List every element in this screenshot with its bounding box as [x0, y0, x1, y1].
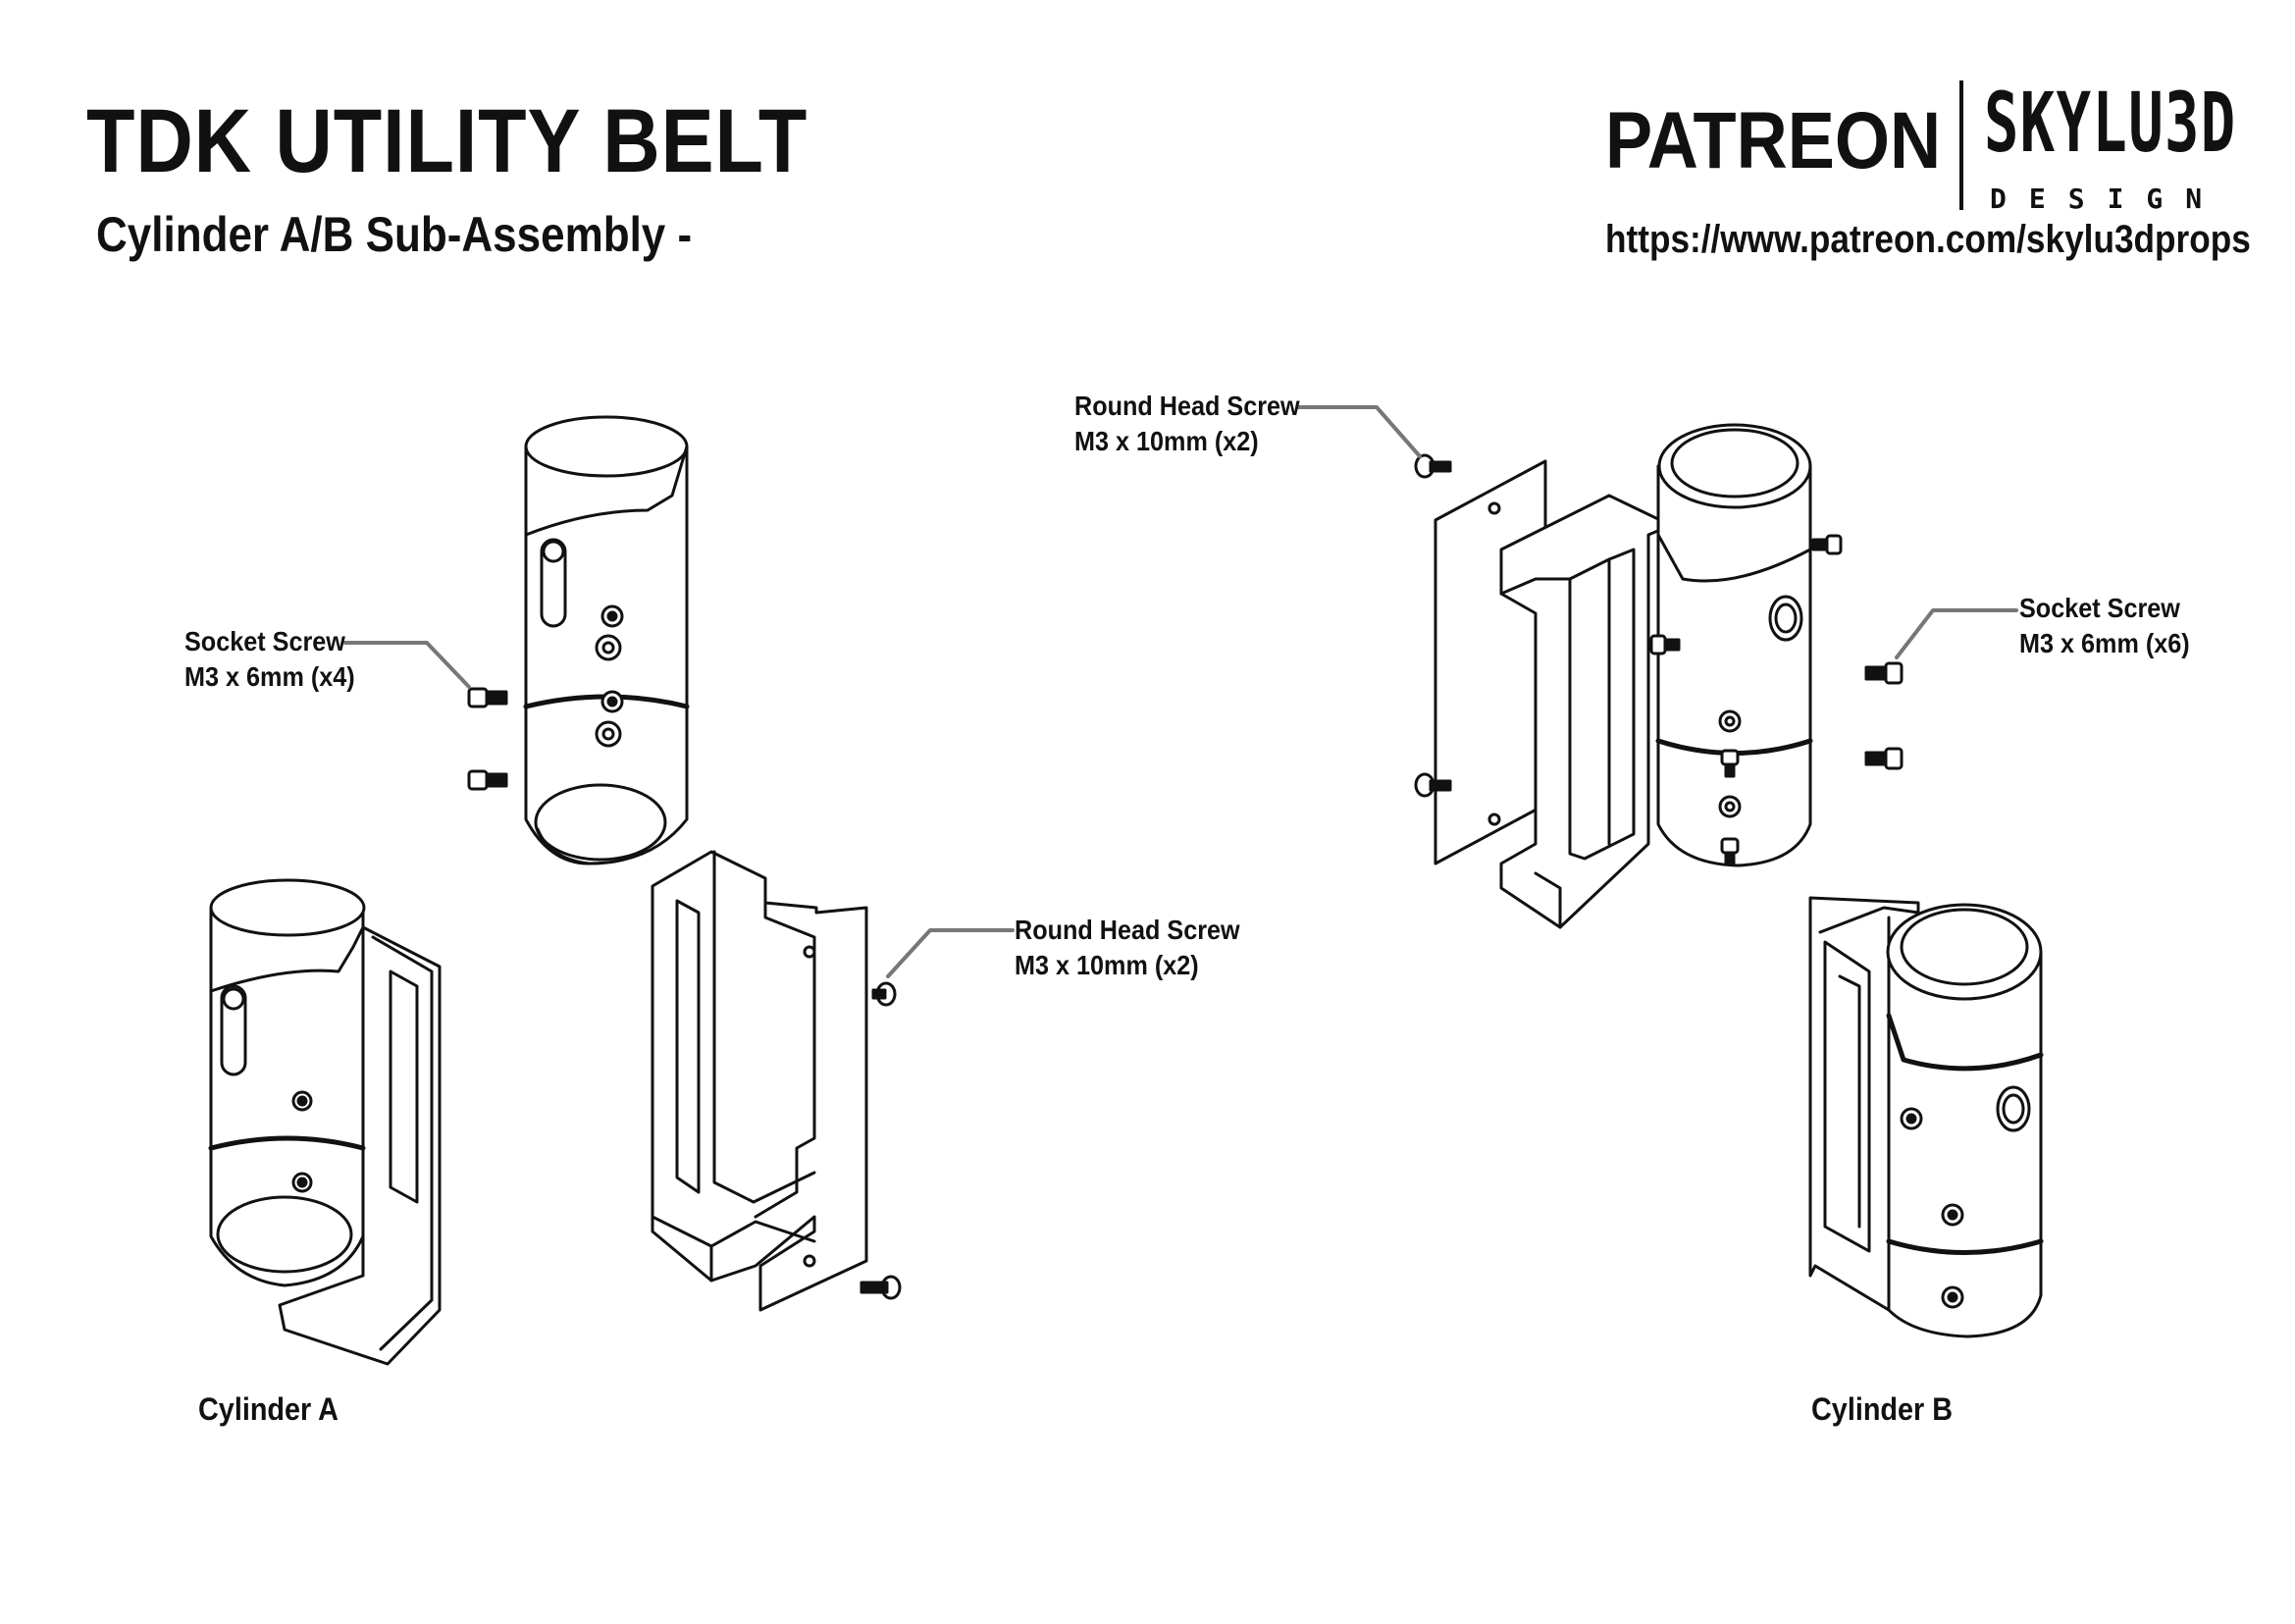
callout-socket-screw-b: Socket Screw M3 x 6mm (x6)	[2019, 591, 2190, 661]
round-head-screw-icon	[1414, 453, 1452, 479]
callout-title: Round Head Screw	[1015, 915, 1240, 945]
round-head-screw-icon	[1414, 772, 1452, 798]
page-subtitle: Cylinder A/B Sub-Assembly -	[96, 207, 693, 262]
socket-screw-icon	[1864, 661, 1904, 685]
socket-screw-icon	[1864, 747, 1904, 770]
page-title: TDK UTILITY BELT	[86, 91, 808, 191]
leader-line-round-b	[1296, 405, 1422, 458]
skylu3d-logo-subtext: DESIGN	[1990, 183, 2225, 215]
callout-spec: M3 x 6mm (x4)	[184, 661, 355, 692]
socket-screw-icon	[1720, 837, 1740, 866]
callout-title: Socket Screw	[184, 626, 345, 656]
callout-title: Socket Screw	[2019, 593, 2180, 623]
patreon-url[interactable]: https://www.patreon.com/skylu3dprops	[1605, 218, 2251, 261]
skylu3d-logo: SKYLU3D	[1984, 75, 2237, 171]
patreon-wordmark: PATREON	[1605, 96, 1942, 185]
caption-cylinder-a: Cylinder A	[198, 1391, 339, 1427]
callout-socket-screw-a: Socket Screw M3 x 6mm (x4)	[184, 624, 355, 695]
socket-screw-icon	[467, 687, 508, 708]
callout-round-head-screw-a: Round Head Screw M3 x 10mm (x2)	[1015, 913, 1240, 983]
caption-cylinder-b: Cylinder B	[1811, 1391, 1954, 1427]
cylinder-b-assembled	[1808, 896, 2044, 1338]
bracket-assembly-a	[651, 850, 868, 1312]
brand-divider	[1959, 80, 1963, 210]
cylinder-b-exploded-body	[1655, 423, 1813, 867]
leader-line-round-a	[886, 928, 1015, 978]
leader-line-socket-a	[343, 641, 471, 689]
round-head-screw-icon	[860, 1275, 902, 1300]
callout-round-head-screw-b: Round Head Screw M3 x 10mm (x2)	[1074, 389, 1300, 459]
leader-line-socket-b	[1895, 608, 2018, 659]
callout-spec: M3 x 10mm (x2)	[1074, 426, 1259, 456]
socket-screw-icon	[1720, 749, 1740, 778]
socket-screw-icon	[1811, 534, 1843, 555]
cylinder-a-exploded-body	[523, 415, 690, 865]
callout-spec: M3 x 10mm (x2)	[1015, 950, 1199, 980]
callout-title: Round Head Screw	[1074, 391, 1300, 421]
socket-screw-icon	[1649, 634, 1681, 655]
socket-screw-icon	[467, 769, 508, 791]
cylinder-b-exploded-plate	[1434, 459, 1547, 865]
round-head-screw-icon	[871, 981, 897, 1007]
cylinder-b-exploded-bracket	[1499, 494, 1662, 929]
cylinder-a-assembled	[208, 878, 442, 1366]
callout-spec: M3 x 6mm (x6)	[2019, 628, 2190, 658]
